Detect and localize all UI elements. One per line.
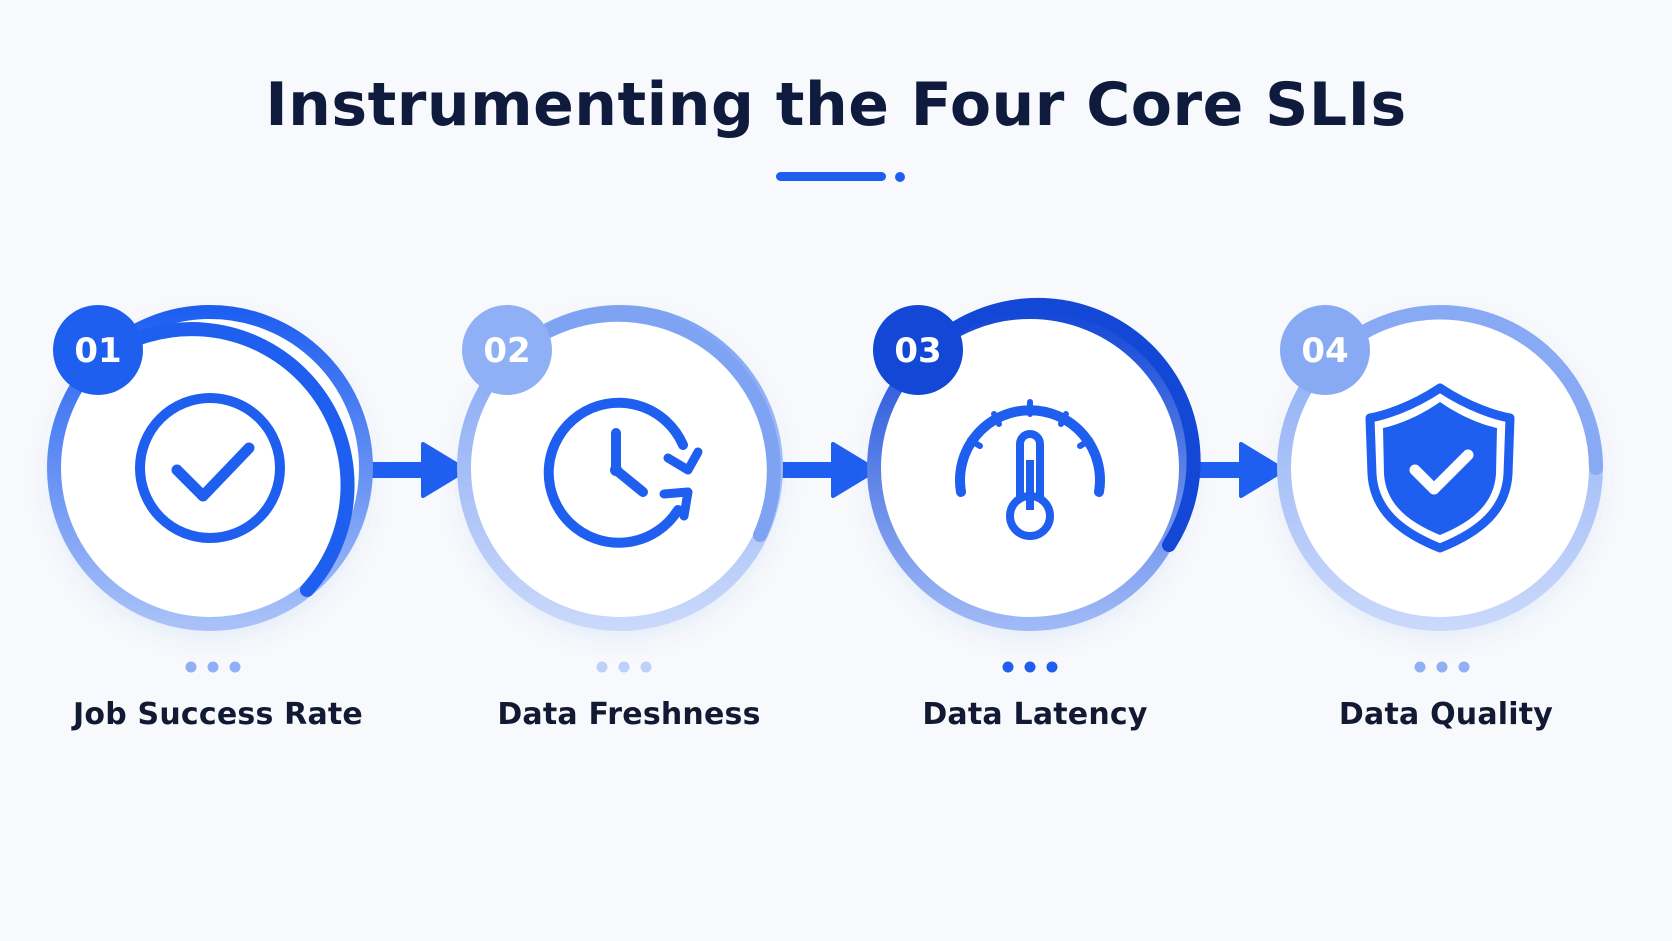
step-2: 02 (457, 305, 783, 673)
step-2-label: Data Freshness (497, 697, 761, 732)
page-title: Instrumenting the Four Core SLIs (265, 70, 1407, 140)
step-3-label: Data Latency (922, 697, 1148, 732)
connector-arrow-3-to-4 (1186, 442, 1286, 498)
check-circle-icon (135, 393, 285, 543)
title-underline (776, 172, 886, 181)
step-4: 04 (1277, 305, 1603, 673)
step-4-badge: 04 (1280, 305, 1370, 395)
step-1-label: Job Success Rate (73, 697, 363, 732)
step-4-label: Data Quality (1338, 697, 1554, 732)
title-underline-dot (895, 172, 905, 182)
step-4-number: 04 (1301, 331, 1348, 371)
connector-arrow-2-to-3 (778, 442, 878, 498)
step-2-dots (596, 661, 652, 673)
shield-check-icon (1365, 383, 1515, 553)
step-3-number: 03 (894, 331, 941, 371)
step-3-badge: 03 (873, 305, 963, 395)
step-1: 01 (47, 305, 373, 673)
step-1-number: 01 (74, 331, 121, 371)
gauge-thermometer-icon (955, 399, 1105, 540)
step-3: 03 (867, 297, 1201, 673)
step-1-badge: 01 (53, 305, 143, 395)
step-3-dots (1002, 661, 1058, 673)
step-4-dots (1414, 661, 1470, 673)
step-2-number: 02 (483, 331, 530, 371)
step-1-dots (185, 661, 241, 673)
clock-refresh-icon (543, 397, 703, 548)
connector-arrow-1-to-2 (368, 442, 468, 498)
step-2-badge: 02 (462, 305, 552, 395)
